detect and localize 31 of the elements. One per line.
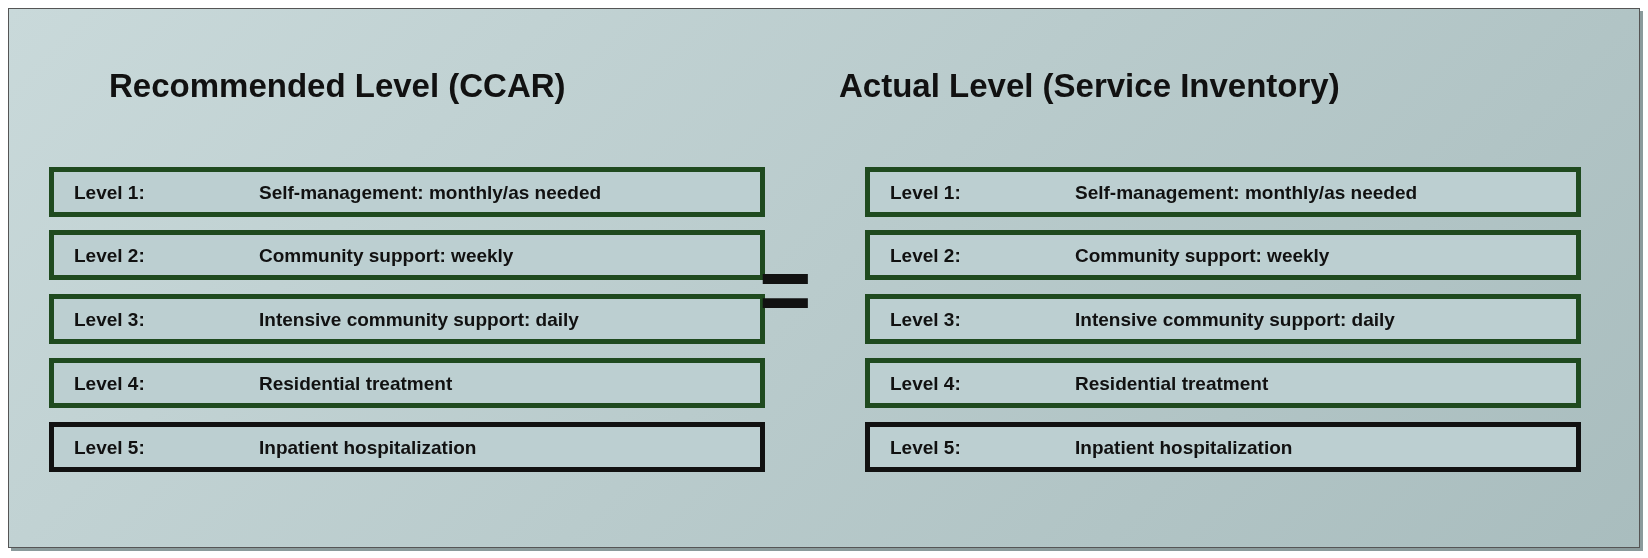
level-description: Residential treatment	[259, 373, 453, 395]
level-description: Community support: weekly	[1075, 245, 1330, 267]
level-number: Level 4:	[74, 373, 145, 395]
column-heading: Recommended Level (CCAR)	[109, 67, 566, 105]
level-number: Level 4:	[890, 373, 961, 395]
level-description: Self-management: monthly/as needed	[1075, 182, 1418, 204]
level-number: Level 1:	[74, 182, 145, 204]
level-description: Community support: weekly	[259, 245, 514, 267]
level-box	[865, 230, 1581, 280]
level-box	[49, 167, 765, 217]
column-heading: Actual Level (Service Inventory)	[839, 67, 1340, 105]
level-number: Level 5:	[74, 437, 145, 459]
level-description: Intensive community support: daily	[1075, 309, 1395, 331]
equals-sign: =	[759, 245, 812, 335]
level-box	[865, 422, 1581, 472]
level-description: Inpatient hospitalization	[1075, 437, 1293, 459]
level-number: Level 5:	[890, 437, 961, 459]
level-box	[865, 167, 1581, 217]
level-number: Level 3:	[890, 309, 961, 331]
level-box	[865, 358, 1581, 408]
level-box	[865, 294, 1581, 344]
level-box	[49, 422, 765, 472]
level-description: Inpatient hospitalization	[259, 437, 477, 459]
level-description: Residential treatment	[1075, 373, 1269, 395]
level-number: Level 3:	[74, 309, 145, 331]
level-description: Intensive community support: daily	[259, 309, 579, 331]
level-description: Self-management: monthly/as needed	[259, 182, 602, 204]
level-number: Level 2:	[890, 245, 961, 267]
level-number: Level 2:	[74, 245, 145, 267]
level-box	[49, 358, 765, 408]
level-number: Level 1:	[890, 182, 961, 204]
